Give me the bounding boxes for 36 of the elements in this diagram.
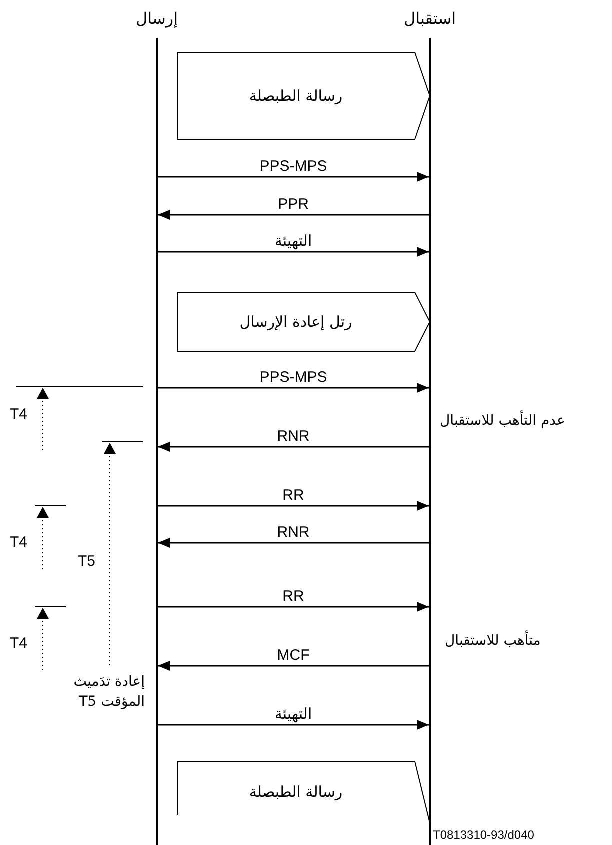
timer-label: T4 [10,534,28,552]
frame-title: رسالة الطبصلة [248,782,344,802]
timer-label: T4 [10,635,28,653]
message-frame [177,52,430,140]
timer-label: T5 [78,553,96,571]
message-frame [177,292,430,352]
message-label: RNR [277,524,310,541]
figure-code: T0813310-93/d040 [433,827,534,844]
message-arrow [158,210,429,220]
message-label: التهيئة [274,233,312,250]
message-label: RR [282,588,304,605]
state-note: متأهب للاستقبال [445,632,541,650]
message-arrow [158,247,429,257]
message-label: MCF [277,647,310,664]
message-arrow [158,538,429,548]
state-note: عدم التأهب للاستقبال [440,412,566,430]
message-arrow [158,383,429,393]
frame-title: رسالة الطبصلة [248,86,344,106]
lifeline-title: إرسال [134,8,180,30]
message-label: PPS-MPS [260,369,328,386]
message-arrow [158,661,429,671]
message-arrow [158,442,429,452]
message-frame [177,761,430,823]
message-arrow [158,720,429,730]
message-label: التهيئة [274,706,312,723]
message-label: RNR [277,428,310,445]
lifeline-title: استقبال [402,8,458,30]
frame-title: رتل إعادة الإرسال [238,312,354,332]
message-arrow [158,172,429,182]
message-label: RR [282,487,304,504]
timer-label: T4 [10,406,28,424]
message-arrow [158,602,429,612]
message-arrow [158,501,429,511]
message-label: PPS-MPS [260,158,328,175]
timer-note: إعادة تدَميث المؤقت T5 [72,673,145,712]
message-label: PPR [278,196,309,213]
